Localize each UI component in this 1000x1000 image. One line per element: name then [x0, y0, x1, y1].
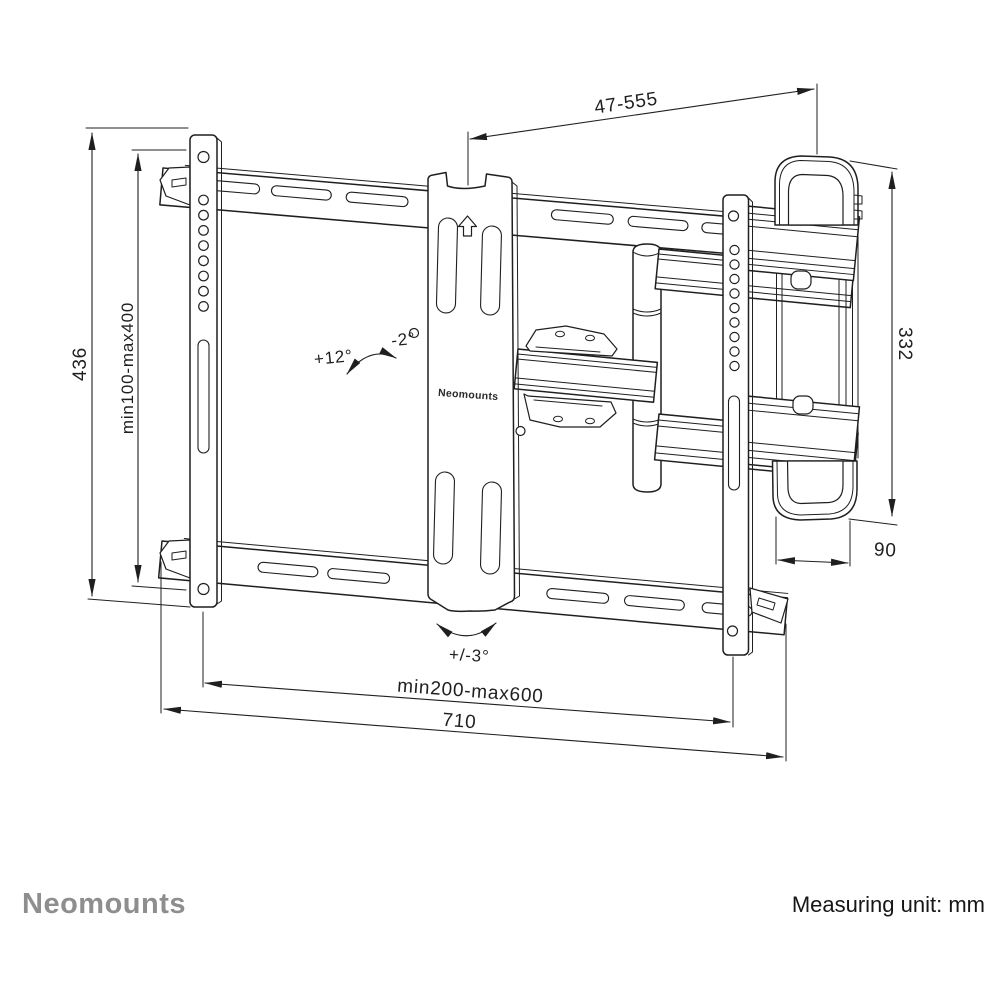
- bottom-rail-right-fold: [749, 587, 789, 624]
- right-vesa-strip: [722, 194, 753, 656]
- wall-bracket-bottom-cap: [771, 460, 858, 521]
- plate-screw: [515, 425, 526, 437]
- dim-wall-plate-depth: 90: [873, 539, 897, 561]
- wall-bracket: [739, 205, 861, 476]
- dim-vesa-vertical: min100-max400: [118, 302, 137, 434]
- dim-wall-plate-height: 332: [894, 327, 915, 361]
- up-arrow-icon: [457, 215, 478, 237]
- measuring-unit-note: Measuring unit: mm: [791, 892, 985, 917]
- dim-width-total: 710: [442, 710, 478, 734]
- angle-tilt-down: -2°: [390, 329, 416, 350]
- wall-bracket-top-cap: [774, 155, 863, 226]
- tv-plate-arm: [513, 325, 659, 428]
- dim-depth-range: 47-555: [593, 89, 659, 119]
- upper-elbow-cap: [790, 270, 812, 290]
- left-vesa-strip: [189, 134, 222, 608]
- level-arc-icon: [436, 622, 497, 638]
- dim-height-total: 436: [70, 347, 91, 381]
- brand-logo: Neomounts: [22, 888, 186, 920]
- lower-elbow-cap: [792, 395, 814, 415]
- plate-brand-label: Neomounts: [438, 387, 499, 403]
- angle-tilt-up: +12°: [313, 346, 354, 369]
- angle-swivel: +/-3°: [449, 645, 491, 666]
- tilt-arc-icon: [346, 347, 397, 375]
- plate-screw: [408, 327, 420, 339]
- tv-plate: Neomounts: [408, 171, 526, 613]
